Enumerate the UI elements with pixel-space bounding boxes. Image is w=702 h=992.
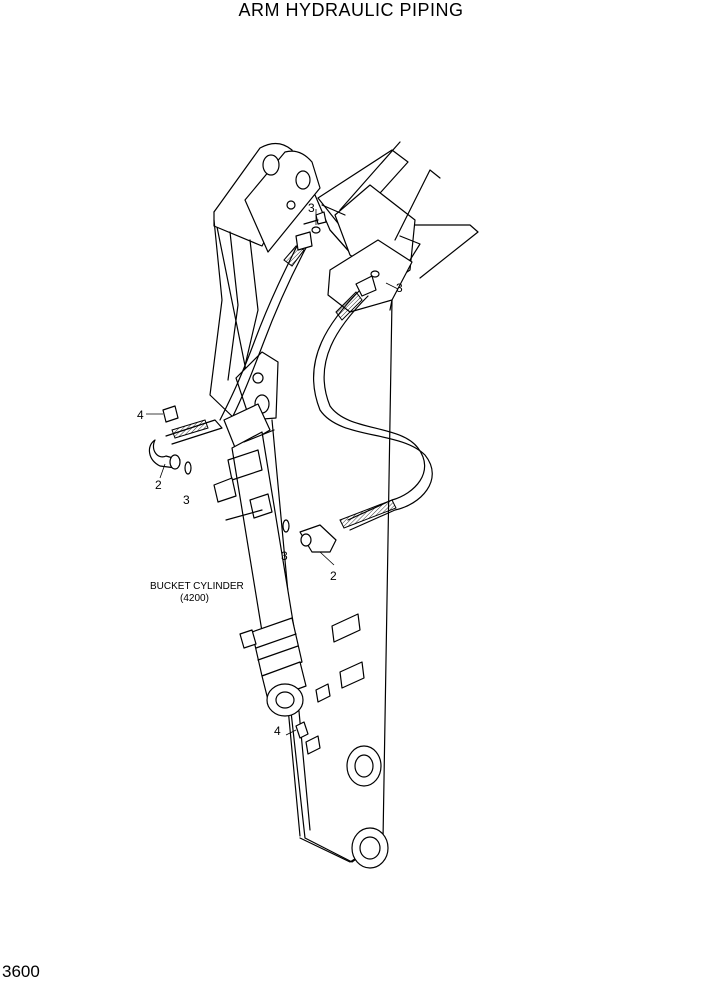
- callout-2-left: 2: [155, 478, 162, 492]
- bucket-cylinder-label: BUCKET CYLINDER: [150, 581, 244, 592]
- callout-2-mid: 2: [330, 569, 337, 583]
- o-ring-right: [370, 270, 380, 278]
- bucket-link: [317, 141, 479, 313]
- callout-3-left: 3: [183, 493, 190, 507]
- o-ring-top: [311, 226, 321, 234]
- callout-3-right: 3: [396, 281, 403, 295]
- o-ring-mid: [282, 519, 290, 533]
- hose-elbow-left: [148, 405, 223, 470]
- hose-left: [219, 211, 327, 421]
- callout-4-top: 4: [137, 408, 144, 422]
- leader-lines: [146, 209, 399, 736]
- bucket-cylinder: [213, 403, 309, 739]
- callout-4-bottom: 4: [274, 724, 281, 738]
- callout-3-top: 3: [308, 201, 315, 215]
- hose-right: [299, 275, 433, 553]
- bucket-cylinder-code: (4200): [180, 593, 209, 604]
- page-title: ARM HYDRAULIC PIPING: [238, 0, 464, 20]
- arm-brackets: [305, 613, 389, 869]
- o-rings: [184, 226, 380, 533]
- callout-3-mid: 3: [281, 549, 288, 563]
- page-number: 3600: [2, 962, 40, 981]
- o-ring-left: [184, 461, 192, 475]
